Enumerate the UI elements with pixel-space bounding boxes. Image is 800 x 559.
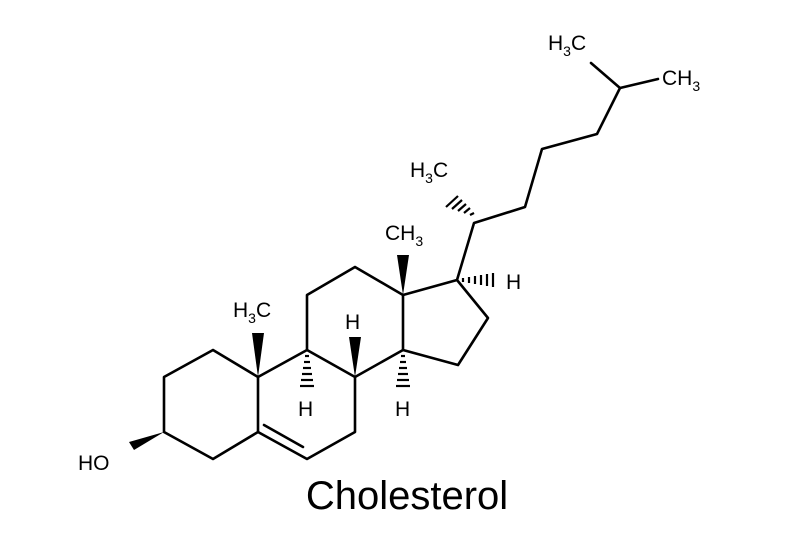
h8-label: H (345, 311, 360, 334)
hydroxyl-label: HO (78, 452, 110, 475)
ring-b-bonds (256, 348, 357, 461)
c21-methyl-label: H3C (410, 159, 448, 186)
c26-methyl-label: H3C (548, 32, 586, 59)
h14-hashed-bond (396, 354, 410, 388)
h17-hashed-bond (461, 273, 495, 287)
c21-methyl-hashed-bond (445, 195, 475, 216)
ring-d-bonds (401, 278, 490, 367)
double-bond-c5-c6 (262, 423, 305, 449)
h8-wedge-bond (349, 337, 361, 377)
h17-label: H (506, 271, 521, 294)
h9-label: H (298, 398, 313, 421)
side-chain-bonds (455, 77, 660, 282)
c13-methyl-label: CH3 (385, 222, 423, 249)
molecule-name-caption: Cholesterol (305, 474, 509, 518)
ho-wedge-bond (129, 432, 164, 450)
c13-methyl-wedge-bond (397, 255, 409, 295)
h9-hashed-bond (300, 354, 314, 388)
c27-methyl-label: CH3 (662, 67, 700, 94)
c10-methyl-label: H3C (233, 299, 271, 326)
c10-methyl-wedge-bond (252, 333, 264, 377)
h14-label: H (395, 398, 410, 421)
ring-c-bonds (305, 265, 405, 379)
side-chain-c25-c26-bond (589, 61, 622, 90)
ring-a-bonds (162, 348, 260, 461)
